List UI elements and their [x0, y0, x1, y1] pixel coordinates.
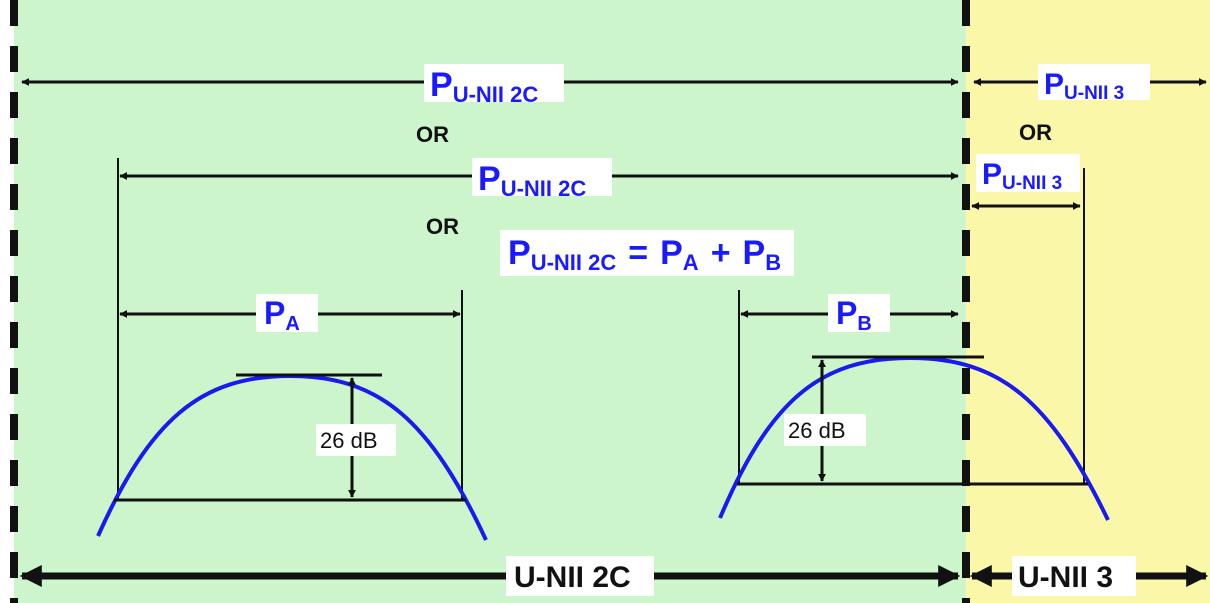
p-unii3-partial-label: PU-NII 3	[982, 158, 1062, 194]
pa-label: PA	[264, 295, 300, 335]
p-unii2c-partial-label-bg	[472, 158, 612, 196]
band-unii3-label: U-NII 3	[1018, 561, 1113, 594]
band-unii2c-label-bg	[506, 556, 654, 596]
pa-db-label: 26 dB	[320, 428, 378, 453]
or-label-1: OR	[416, 122, 449, 147]
p-unii2c-full-label: PU-NII 2C	[430, 66, 538, 107]
band-unii2c-label: U-NII 2C	[514, 561, 631, 594]
pa-label-bg	[256, 294, 318, 332]
p-unii3-full-label-bg	[1038, 64, 1150, 100]
p-unii2c-partial-label: PU-NII 2C	[478, 160, 586, 201]
pb-db-label: 26 dB	[788, 418, 846, 443]
pa-db-label-bg	[316, 424, 396, 456]
band-unii3-label-bg	[1012, 556, 1136, 596]
p-unii3-full-label: PU-NII 3	[1044, 68, 1124, 104]
pb-label-bg	[828, 294, 890, 332]
pb-label: PB	[836, 295, 872, 335]
equation: PU-NII 2C=PA+PB	[508, 234, 781, 275]
pb-db-label-bg	[784, 414, 866, 446]
or-label-2: OR	[1019, 120, 1052, 145]
p-unii2c-full-label-bg	[424, 64, 564, 102]
p-unii3-partial-label-bg	[976, 154, 1080, 192]
or-label-3: OR	[426, 214, 459, 239]
equation-bg	[500, 230, 794, 276]
band-unii3-background	[966, 0, 1210, 603]
